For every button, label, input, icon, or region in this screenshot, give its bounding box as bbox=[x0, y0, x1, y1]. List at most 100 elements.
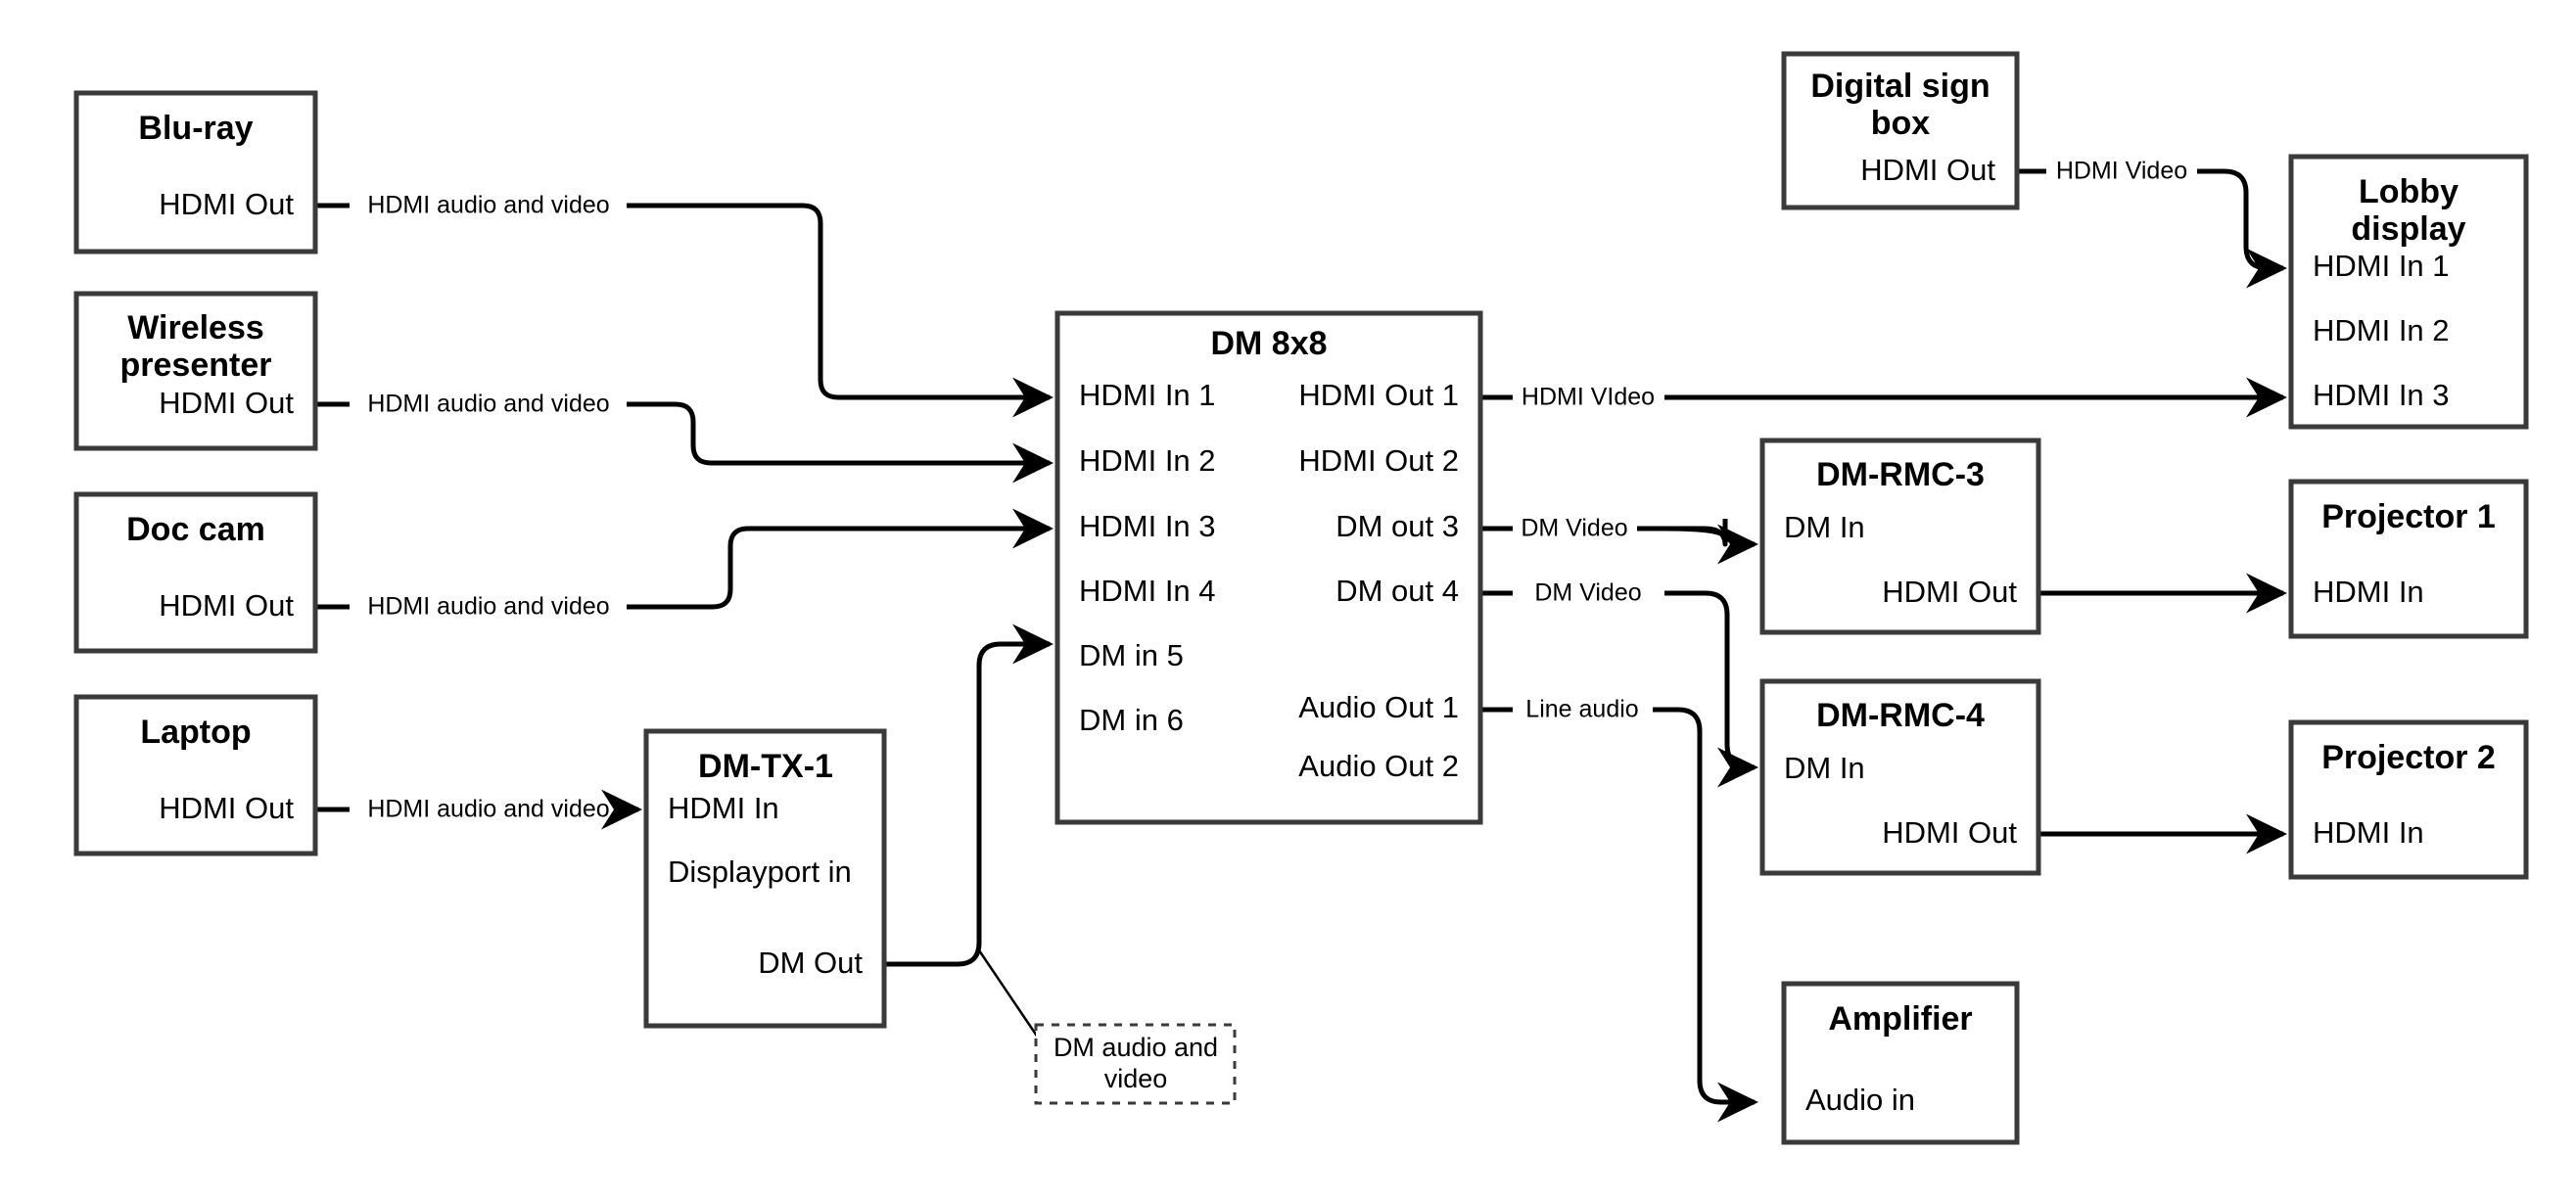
node-projector-2-title: Projector 2 bbox=[2321, 739, 2496, 776]
edge-laptop-to-dmtx1: HDMI audio and video bbox=[315, 796, 638, 823]
port-dm-8x8-hdmi-in-3: HDMI In 3 bbox=[1079, 509, 1216, 543]
edge-line bbox=[1480, 707, 1755, 1102]
node-lobby-display-title-line2: display bbox=[2351, 210, 2465, 248]
edge-dm8x8-audioout1-to-amplifier: Line audio bbox=[1480, 696, 1755, 1102]
note-dm-audio-and-video-box bbox=[1034, 1023, 1237, 1105]
node-doc-cam-title: Doc cam bbox=[126, 511, 265, 548]
node-projector-1[interactable]: Projector 1 HDMI In bbox=[2288, 479, 2529, 639]
node-digital-sign-box-title-line2: box bbox=[1871, 105, 1931, 142]
port-dm-8x8-dm-in-6: DM in 6 bbox=[1079, 703, 1184, 737]
edge-label: HDMI audio and video bbox=[367, 391, 609, 418]
port-dm-8x8-audio-out-1: Audio Out 1 bbox=[1298, 690, 1459, 724]
port-dm-8x8-hdmi-out-2: HDMI Out 2 bbox=[1298, 443, 1459, 478]
edge-label: HDMI Video bbox=[2056, 158, 2187, 185]
port-dm-8x8-dm-out-3: DM out 3 bbox=[1335, 509, 1459, 543]
node-dm-rmc-3-title: DM-RMC-3 bbox=[1816, 456, 1985, 493]
edge-line bbox=[315, 203, 1050, 397]
node-doc-cam[interactable]: Doc cam HDMI Out bbox=[73, 491, 318, 654]
node-projector-2-box[interactable] bbox=[2288, 719, 2529, 880]
node-laptop[interactable]: Laptop HDMI Out bbox=[73, 694, 318, 856]
port-dm-tx-1-displayport-in: Displayport in bbox=[668, 855, 852, 889]
port-lobby-display-hdmi-in-1: HDMI In 1 bbox=[2313, 249, 2450, 283]
node-wireless-presenter-title-line1: Wireless bbox=[127, 309, 264, 346]
port-wireless-presenter-hdmi-out: HDMI Out bbox=[159, 386, 294, 420]
edge-doccam-to-dm8x8: HDMI audio and video bbox=[315, 529, 1050, 621]
port-dm-8x8-dm-in-5: DM in 5 bbox=[1079, 638, 1184, 672]
port-dm-tx-1-dm-out: DM Out bbox=[758, 946, 863, 980]
edge-label: HDMI audio and video bbox=[367, 796, 609, 823]
node-dm-rmc-4-box[interactable] bbox=[1759, 678, 2041, 876]
node-laptop-title: Laptop bbox=[140, 714, 251, 751]
node-wireless-presenter-title-line2: presenter bbox=[120, 346, 272, 384]
edge-label: HDMI VIdeo bbox=[1522, 384, 1655, 411]
node-doc-cam-box[interactable] bbox=[73, 491, 318, 654]
edge-line bbox=[884, 624, 1054, 967]
note-dm-audio-and-video-line1: DM audio and bbox=[1054, 1033, 1218, 1062]
edge-dm8x8-hdmiout1-to-lobby: HDMI VIdeo bbox=[1480, 384, 2283, 411]
port-dm-8x8-dm-out-4: DM out 4 bbox=[1335, 574, 1459, 608]
node-digital-sign-box-box[interactable] bbox=[1781, 51, 2020, 210]
port-doc-cam-hdmi-out: HDMI Out bbox=[159, 588, 294, 623]
node-lobby-display-title-line1: Lobby bbox=[2359, 173, 2459, 210]
node-wireless-presenter[interactable]: Wireless presenter HDMI Out bbox=[73, 291, 318, 451]
node-digital-sign-box[interactable]: Digital sign box HDMI Out bbox=[1781, 51, 2020, 210]
port-lobby-display-hdmi-in-3: HDMI In 3 bbox=[2313, 378, 2450, 412]
node-wireless-presenter-box[interactable] bbox=[73, 291, 318, 451]
node-bluray[interactable]: Blu-ray HDMI Out bbox=[73, 90, 318, 254]
node-bluray-title: Blu-ray bbox=[138, 110, 253, 147]
port-bluray-hdmi-out: HDMI Out bbox=[159, 187, 294, 221]
edge-line bbox=[315, 529, 1050, 610]
port-lobby-display-hdmi-in-2: HDMI In 2 bbox=[2313, 313, 2450, 347]
node-bluray-box[interactable] bbox=[73, 90, 318, 254]
port-laptop-hdmi-out: HDMI Out bbox=[159, 791, 294, 825]
edge-label: DM Video bbox=[1521, 515, 1627, 542]
port-dm-rmc-3-dm-in: DM In bbox=[1784, 510, 1865, 544]
port-dm-rmc-4-hdmi-out: HDMI Out bbox=[1882, 815, 2017, 850]
port-projector-2-hdmi-in: HDMI In bbox=[2313, 815, 2424, 850]
node-dm-8x8[interactable]: DM 8x8 HDMI In 1 HDMI In 2 HDMI In 3 HDM… bbox=[1054, 310, 1483, 825]
node-dm-tx-1-title: DM-TX-1 bbox=[698, 748, 833, 785]
node-amplifier-title: Amplifier bbox=[1828, 1000, 1972, 1038]
edge-dm8x8-dmout3-to-rmc3: DM Video bbox=[1480, 515, 1759, 565]
edge-wireless-to-dm8x8: HDMI audio and video bbox=[315, 391, 1050, 463]
node-amplifier[interactable]: Amplifier Audio in bbox=[1781, 981, 2020, 1145]
edge-line bbox=[1480, 590, 1755, 767]
port-projector-1-hdmi-in: HDMI In bbox=[2313, 575, 2424, 609]
node-digital-sign-box-title-line1: Digital sign bbox=[1810, 68, 1990, 105]
node-dm-rmc-4-title: DM-RMC-4 bbox=[1816, 697, 1985, 734]
node-projector-2[interactable]: Projector 2 HDMI In bbox=[2288, 719, 2529, 880]
edge-dmtx1-to-dm8x8 bbox=[884, 624, 1054, 967]
port-dm-8x8-hdmi-out-1: HDMI Out 1 bbox=[1298, 378, 1459, 412]
edge-label: HDMI audio and video bbox=[367, 192, 609, 219]
node-dm-tx-1[interactable]: DM-TX-1 HDMI In Displayport in DM Out bbox=[643, 728, 887, 1029]
port-dm-8x8-hdmi-in-4: HDMI In 4 bbox=[1079, 574, 1216, 608]
port-dm-rmc-3-hdmi-out: HDMI Out bbox=[1882, 575, 2017, 609]
edge-line-arrow bbox=[1663, 524, 1759, 565]
edge-line bbox=[315, 401, 1050, 463]
edge-label: Line audio bbox=[1525, 696, 1638, 723]
edge-dm8x8-dmout4-to-rmc4: DM Video bbox=[1480, 579, 1755, 767]
node-laptop-box[interactable] bbox=[73, 694, 318, 856]
port-amplifier-audio-in: Audio in bbox=[1805, 1083, 1915, 1117]
port-dm-8x8-audio-out-2: Audio Out 2 bbox=[1298, 749, 1459, 783]
node-dm-8x8-title: DM 8x8 bbox=[1210, 325, 1327, 362]
node-dm-rmc-3[interactable]: DM-RMC-3 DM In HDMI Out bbox=[1759, 438, 2041, 635]
node-projector-1-box[interactable] bbox=[2288, 479, 2529, 639]
node-lobby-display-box[interactable] bbox=[2288, 154, 2529, 430]
port-dm-tx-1-hdmi-in: HDMI In bbox=[668, 791, 779, 825]
port-digital-sign-box-hdmi-out: HDMI Out bbox=[1860, 153, 1995, 187]
node-dm-rmc-3-box[interactable] bbox=[1759, 438, 2041, 635]
edge-signbox-to-lobby: HDMI Video bbox=[2017, 158, 2283, 268]
node-lobby-display[interactable]: Lobby display HDMI In 1 HDMI In 2 HDMI I… bbox=[2288, 154, 2529, 430]
edge-label: DM Video bbox=[1534, 579, 1641, 607]
note-dm-audio-and-video: DM audio and bbox=[1034, 1023, 1237, 1105]
edge-line bbox=[2017, 168, 2283, 268]
node-projector-1-title: Projector 1 bbox=[2321, 498, 2496, 535]
node-dm-rmc-4[interactable]: DM-RMC-4 DM In HDMI Out bbox=[1759, 678, 2041, 876]
edge-bluray-to-dm8x8: HDMI audio and video bbox=[315, 192, 1050, 397]
node-amplifier-box[interactable] bbox=[1781, 981, 2020, 1145]
node-dm-tx-1-box[interactable] bbox=[643, 728, 887, 1029]
node-dm-8x8-box[interactable] bbox=[1054, 310, 1483, 825]
